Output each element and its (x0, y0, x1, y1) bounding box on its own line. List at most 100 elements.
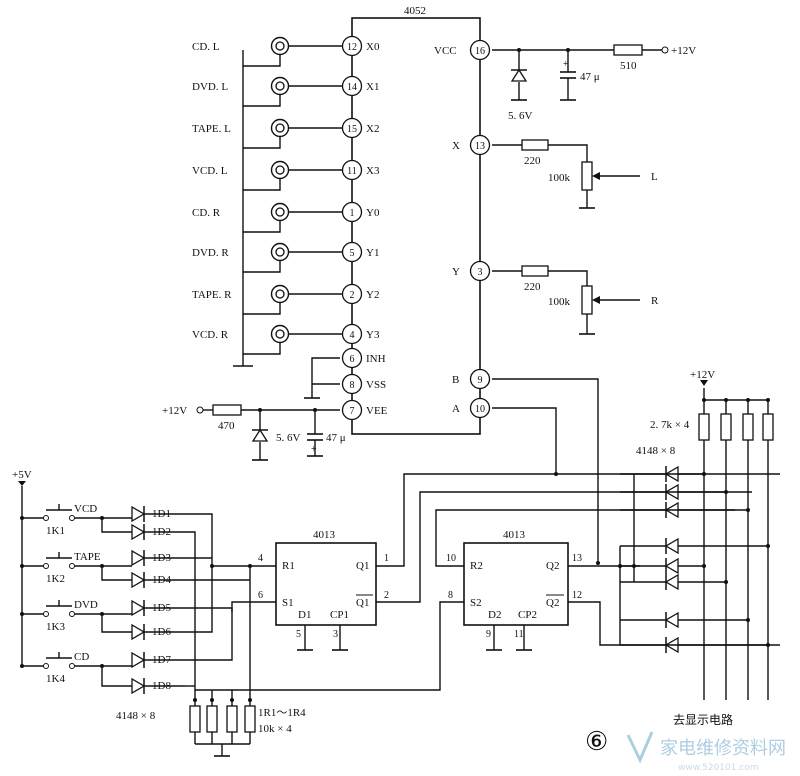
input-label: CD. R (192, 207, 221, 219)
output-l: 220 100k L (492, 139, 658, 209)
pot-100k-l (581, 161, 593, 191)
chip-pin-vee (341, 399, 363, 421)
input-jack: CD. R (192, 202, 342, 233)
chip-pin-x (469, 134, 491, 156)
pulldown-resistor (244, 705, 256, 733)
ff2-pin-s-label: S2 (470, 597, 482, 609)
pot-100k-r-label: 100k (548, 296, 571, 308)
ff2-pin-r-num: 10 (446, 553, 456, 564)
output-r-label: R (651, 295, 659, 307)
switch-diode (131, 651, 145, 669)
ff1-pin-qb-num: 2 (384, 590, 389, 601)
input-jack: TAPE. L (192, 118, 342, 149)
chip-pin-number: 15 (347, 124, 357, 135)
chip-4052-body (351, 17, 481, 435)
indicator-resistor (720, 413, 732, 441)
chip-pin-label: B (452, 374, 459, 386)
ff1-pin-q-label: Q1 (356, 560, 369, 572)
chip-pin-label: VCC (434, 45, 457, 57)
ff1-pin-s-label: S1 (282, 597, 294, 609)
chip-pin-label: Y0 (366, 207, 380, 219)
pulldown-label-2: 10k × 4 (258, 723, 292, 735)
svg-text:+: + (563, 59, 569, 70)
chip-pin-number: 1 (350, 208, 355, 219)
rca-jack-icon (270, 242, 290, 262)
resistor-220-r-label: 220 (524, 281, 541, 293)
chip-pin-number: 7 (350, 406, 355, 417)
chip-pin-number: 2 (350, 290, 355, 301)
pulldown-resistor (206, 705, 218, 733)
output-r: 220 100k R (492, 265, 659, 335)
chip-pin-x3 (341, 159, 363, 181)
switch-diode (131, 623, 145, 641)
switch-diode-note: 4148 × 8 (116, 710, 156, 722)
cap-vcc-label: 47 μ (580, 71, 600, 83)
ff1-pin-r-label: R1 (282, 560, 295, 572)
zener-vcc-label: 5. 6V (508, 110, 533, 122)
switch-diode (131, 571, 145, 589)
chip-pin-number: 12 (347, 42, 357, 53)
ff2-pin-qb-num: 12 (572, 590, 582, 601)
ff1-pin-d-num: 5 (296, 629, 301, 640)
ff2-pin-q-num: 13 (572, 553, 582, 564)
input-label: CD. L (192, 41, 220, 53)
chip-pin-label: A (452, 403, 460, 415)
zener-diode-vee (251, 429, 269, 442)
switch-name: DVD (74, 599, 98, 611)
vcc-supply: + 47 μ 5. 6V 510 +12V (492, 44, 696, 122)
chip-pin-number: 6 (350, 354, 355, 365)
ff2-pin-d-label: D2 (488, 609, 501, 621)
ff2-pin-d-num: 9 (486, 629, 491, 640)
flipflop-4013-1: 4013 R1 S1 Q1 Q1 D1 CP1 4 6 1 2 5 3 (258, 529, 389, 651)
chip-pin-number: 3 (478, 267, 483, 278)
indicator-resistors (698, 398, 774, 700)
input-label: VCD. L (192, 165, 228, 177)
switch-diode (131, 549, 145, 567)
chip-pin-y (469, 260, 491, 282)
chip-pin-y2 (341, 283, 363, 305)
chip-pin-label: X (452, 140, 460, 152)
watermark-logo-icon (626, 731, 654, 764)
switch-name: VCD (74, 503, 97, 515)
switch-ref: 1K3 (46, 621, 65, 633)
ff1-pin-r-num: 4 (258, 553, 263, 564)
chip-pin-number: 5 (350, 248, 355, 259)
push-switch-tape: TAPE 1K2 (20, 551, 132, 585)
switch-name: TAPE (74, 551, 101, 563)
ff2-body (463, 542, 569, 626)
input-label: TAPE. R (192, 289, 232, 301)
cap-vee-label: 47 μ (326, 432, 346, 444)
indicator-resistors-label: 2. 7k × 4 (650, 419, 690, 431)
ff1-label: 4013 (313, 529, 336, 541)
chip-pin-label: Y3 (366, 329, 380, 341)
chip-pin-label: X3 (366, 165, 380, 177)
chip-pin-label: VSS (366, 379, 386, 391)
rca-jack-icon (270, 36, 290, 56)
vee-terminal (196, 406, 204, 414)
input-jack: DVD. L (192, 76, 342, 107)
input-ground-bus (233, 50, 253, 367)
rca-jack-icon (270, 118, 290, 138)
vcc-terminal (661, 46, 669, 54)
rca-jack-icon (270, 202, 290, 222)
indicator-diode (665, 537, 679, 555)
switch-ref: 1K2 (46, 573, 65, 585)
ff2-pin-r-label: R2 (470, 560, 483, 572)
ff1-pin-qb-label: Q1 (356, 597, 369, 609)
chip-pin-x1 (341, 75, 363, 97)
chip-pin-number: 16 (475, 46, 485, 57)
resistor-470-label: 470 (218, 420, 235, 432)
switch-supply-label: +5V (12, 469, 32, 481)
watermark: 家电维修资料网 www.520101.com (626, 731, 786, 773)
pulldown-resistor (226, 705, 238, 733)
chip-pin-label: X2 (366, 123, 379, 135)
chip-pin-y3 (341, 323, 363, 345)
pulldown-resistors (189, 690, 256, 757)
rca-jack-icon (270, 160, 290, 180)
